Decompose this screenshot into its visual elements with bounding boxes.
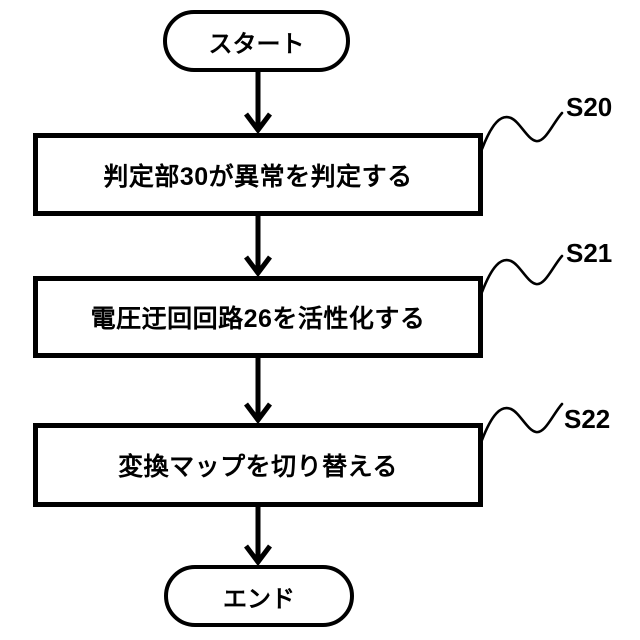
leader-squiggle-s20 <box>480 111 564 151</box>
process-step-s20: 判定部30が異常を判定する <box>33 133 483 216</box>
process-step-s22: 変換マップを切り替える <box>33 423 483 507</box>
step-id-s22: S22 <box>564 404 611 434</box>
end-terminal-label: エンド <box>223 585 295 613</box>
process-step-s22-label: 変換マップを切り替える <box>118 453 398 481</box>
step-id-s21: S21 <box>566 238 613 268</box>
leader-squiggle-s22 <box>480 402 564 442</box>
process-step-s20-label: 判定部30が異常を判定する <box>103 162 413 191</box>
process-step-s21-label: 電圧迂回回路26を活性化する <box>90 305 426 333</box>
leader-squiggle-s21 <box>480 254 564 294</box>
arrow-start-to-step1 <box>244 70 272 135</box>
start-terminal: スタート <box>163 10 350 72</box>
arrow-step2-to-step3 <box>244 356 272 425</box>
step-id-s20: S20 <box>566 92 613 122</box>
arrow-step1-to-step2 <box>244 214 272 278</box>
process-step-s21: 電圧迂回回路26を活性化する <box>33 276 483 358</box>
end-terminal: エンド <box>164 565 354 627</box>
start-terminal-label: スタート <box>208 30 305 58</box>
arrow-step3-to-end <box>244 505 272 567</box>
